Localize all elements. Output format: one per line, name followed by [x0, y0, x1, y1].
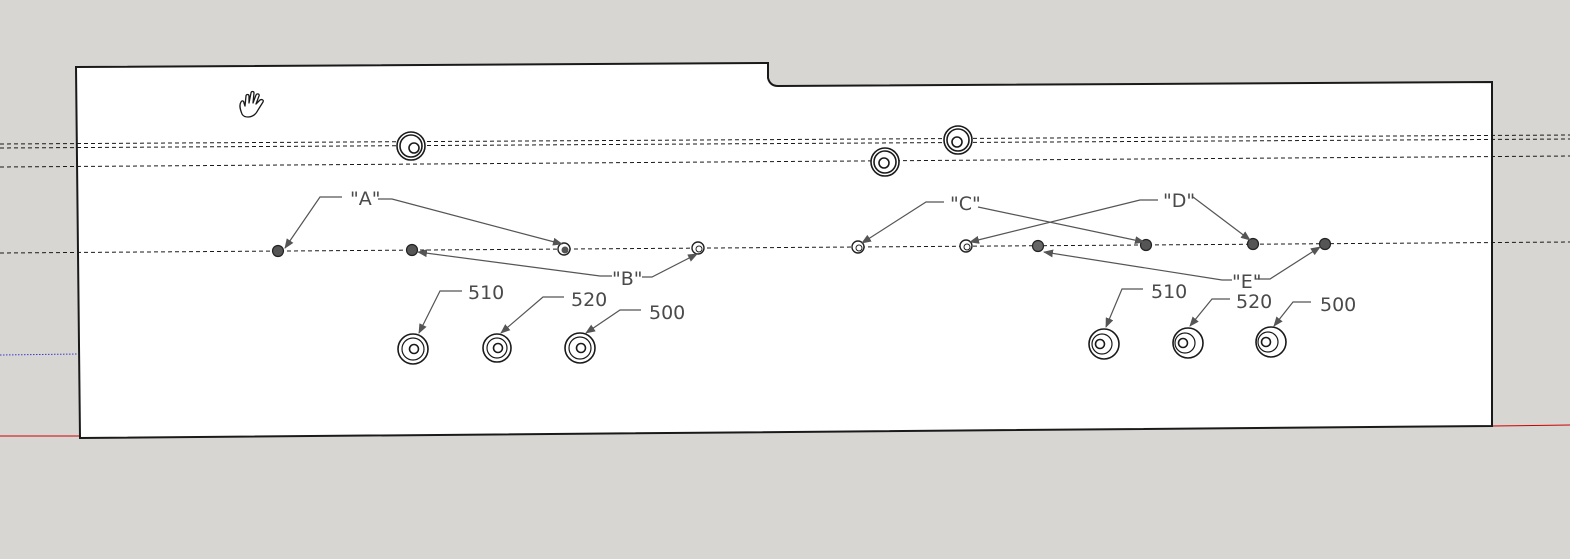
leader-b-left: [417, 249, 612, 277]
spacer-500-right: [1255, 326, 1287, 358]
leader-d-left: [969, 199, 1158, 244]
label-c: "C": [950, 193, 981, 215]
label-510-left: 510: [468, 282, 504, 304]
label-500-right: 500: [1320, 294, 1356, 316]
hole-9: [1246, 237, 1260, 251]
label-d: "D": [1163, 190, 1195, 212]
hole-3: [557, 242, 571, 256]
leader-e-right: [1256, 246, 1321, 280]
label-520-left: 520: [571, 289, 607, 311]
hole-4: [691, 241, 705, 255]
leader-e-left: [1043, 249, 1232, 281]
hole-2: [405, 243, 419, 257]
guide-line-top-2: [0, 138, 1570, 149]
leader-c-right: [977, 206, 1145, 245]
hole-row: [271, 237, 1332, 258]
upper-hole-1: [396, 131, 426, 161]
spacers-right: [1088, 326, 1287, 360]
board-panel[interactable]: [74, 61, 1493, 440]
guide-line-top-1: [0, 134, 1570, 145]
leader-d-right: [1192, 196, 1251, 241]
leader-510-right: [1105, 288, 1143, 328]
guide-line-top-3: [0, 155, 1570, 168]
hole-5: [851, 240, 865, 254]
hole-6: [959, 239, 973, 253]
label-500-left: 500: [649, 302, 685, 324]
leader-500-right: [1273, 301, 1311, 327]
label-e: "E": [1232, 271, 1261, 293]
guide-line-holes: [0, 241, 1570, 254]
spacer-500-left: [564, 332, 596, 364]
label-b: "B": [612, 268, 643, 290]
leader-520-right: [1189, 298, 1230, 327]
leader-a-right: [378, 198, 563, 246]
leader-c: [861, 201, 944, 244]
spacer-520-left: [482, 333, 512, 363]
leader-510-left: [418, 290, 462, 334]
leader-a-left: [284, 196, 342, 249]
guide-lines: [0, 134, 1570, 254]
label-510-right: 510: [1151, 281, 1187, 303]
hole-10: [1318, 237, 1332, 251]
red-axis-right: [1491, 424, 1570, 427]
leader-500-left: [585, 309, 641, 334]
spacer-510-right: [1088, 328, 1120, 360]
hole-1: [271, 244, 285, 258]
leader-lines: [284, 196, 1321, 334]
upper-hole-2: [870, 147, 900, 177]
upper-holes: [396, 125, 973, 177]
leader-520-left: [500, 296, 564, 334]
blue-axis: [0, 353, 79, 356]
pan-hand-icon: [239, 90, 264, 118]
label-520-right: 520: [1236, 291, 1272, 313]
leader-b-right: [642, 253, 698, 278]
callout-labels: "A" "B" "C" "D" "E" 510 520 500 510 520 …: [350, 188, 1356, 324]
spacer-520-right: [1172, 327, 1204, 359]
hole-7: [1031, 239, 1045, 253]
label-a: "A": [350, 188, 380, 210]
upper-hole-3: [943, 125, 973, 155]
spacers-left: [397, 332, 596, 365]
spacer-510-left: [397, 333, 429, 365]
